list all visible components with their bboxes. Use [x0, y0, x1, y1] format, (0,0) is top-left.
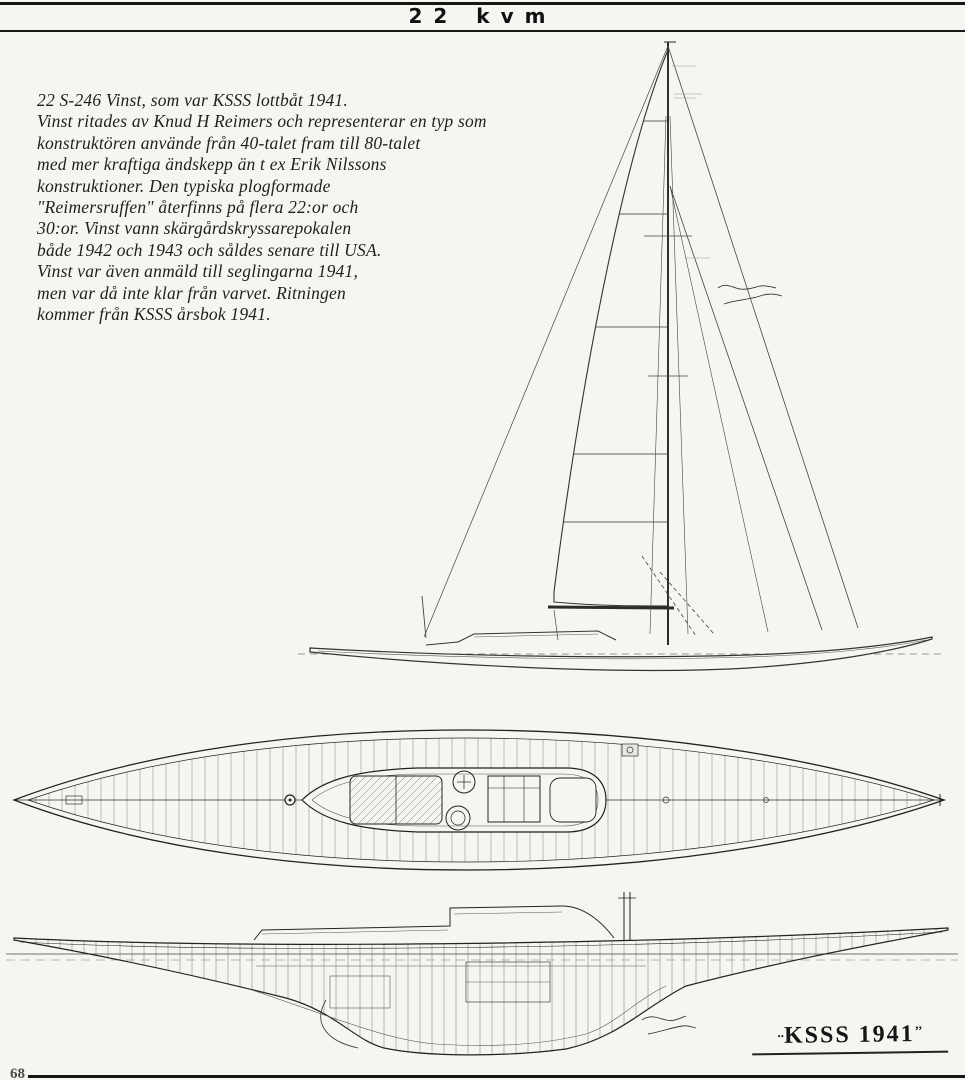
shroud — [669, 115, 689, 635]
companionway-hatch — [487, 775, 541, 823]
keel-structure — [245, 961, 667, 1049]
signature-mark — [717, 284, 783, 305]
backstay — [423, 45, 669, 638]
top-rule — [0, 2, 965, 5]
mast-section — [618, 892, 636, 940]
intro-line: 30:or. Vinst vann skärgårdskryssarepokal… — [37, 218, 352, 239]
skylight-grating — [349, 775, 443, 825]
mainsheet — [553, 609, 559, 641]
header-rule — [0, 30, 965, 32]
mast — [664, 41, 676, 645]
mast-position — [284, 794, 296, 806]
intro-line: både 1942 och 1943 och såldes senare til… — [37, 239, 382, 260]
sail-plan-drawing — [298, 41, 942, 672]
cockpit-well — [549, 777, 597, 823]
jib-stay — [669, 185, 823, 631]
bottom-rule — [28, 1075, 965, 1078]
boom — [547, 605, 675, 610]
label-mark: ’’ — [914, 1022, 923, 1039]
page-title: 22 kvm — [408, 4, 557, 28]
page-number: 68 — [10, 1066, 25, 1080]
hull-profile — [309, 630, 933, 672]
intro-line: Vinst ritades av Knud H Reimers och repr… — [37, 111, 487, 132]
intro-line: "Reimersruffen" återfinns på flera 22:or… — [37, 197, 359, 218]
intro-line: kommer från KSSS årsbok 1941. — [37, 304, 271, 325]
intro-line: konstruktören använde från 40-talet fram… — [37, 132, 421, 153]
construction-drawing — [6, 892, 958, 1056]
cabin-profile — [457, 630, 617, 643]
intro-paragraph: 22 S-246 Vinst, som var KSSS lottbåt 194… — [37, 90, 509, 325]
flagstaff — [421, 595, 427, 639]
intro-line: konstruktioner. Den typiska plogformade — [37, 175, 331, 196]
cockpit-coaming — [425, 641, 459, 646]
mainsail — [553, 49, 669, 607]
label-text: KSSS 1941 — [783, 1021, 915, 1049]
ventilator — [445, 770, 476, 831]
cabin-profile — [253, 905, 615, 941]
intro-line: med mer kraftiga ändskepp än t ex Erik N… — [37, 154, 387, 175]
forestay — [667, 45, 859, 629]
rudder — [320, 999, 359, 1049]
shroud — [649, 115, 667, 635]
intro-line: 22 S-246 Vinst, som var KSSS lottbåt 194… — [37, 90, 348, 110]
rigging — [421, 45, 859, 641]
intro-line: men var då inte klar från varvet. Ritnin… — [37, 282, 346, 303]
annotation-marks — [672, 65, 710, 259]
deck-plan-drawing — [12, 729, 946, 871]
hull-outline — [13, 927, 949, 1056]
deck-outline — [12, 729, 946, 871]
ksss-1941-label: ..KSSS 1941’’ — [751, 1020, 949, 1056]
signature-mark — [641, 1015, 697, 1035]
deck-fittings — [65, 743, 769, 805]
intro-line: Vinst var även anmäld till seglingarna 1… — [37, 261, 359, 282]
runner — [641, 555, 697, 637]
